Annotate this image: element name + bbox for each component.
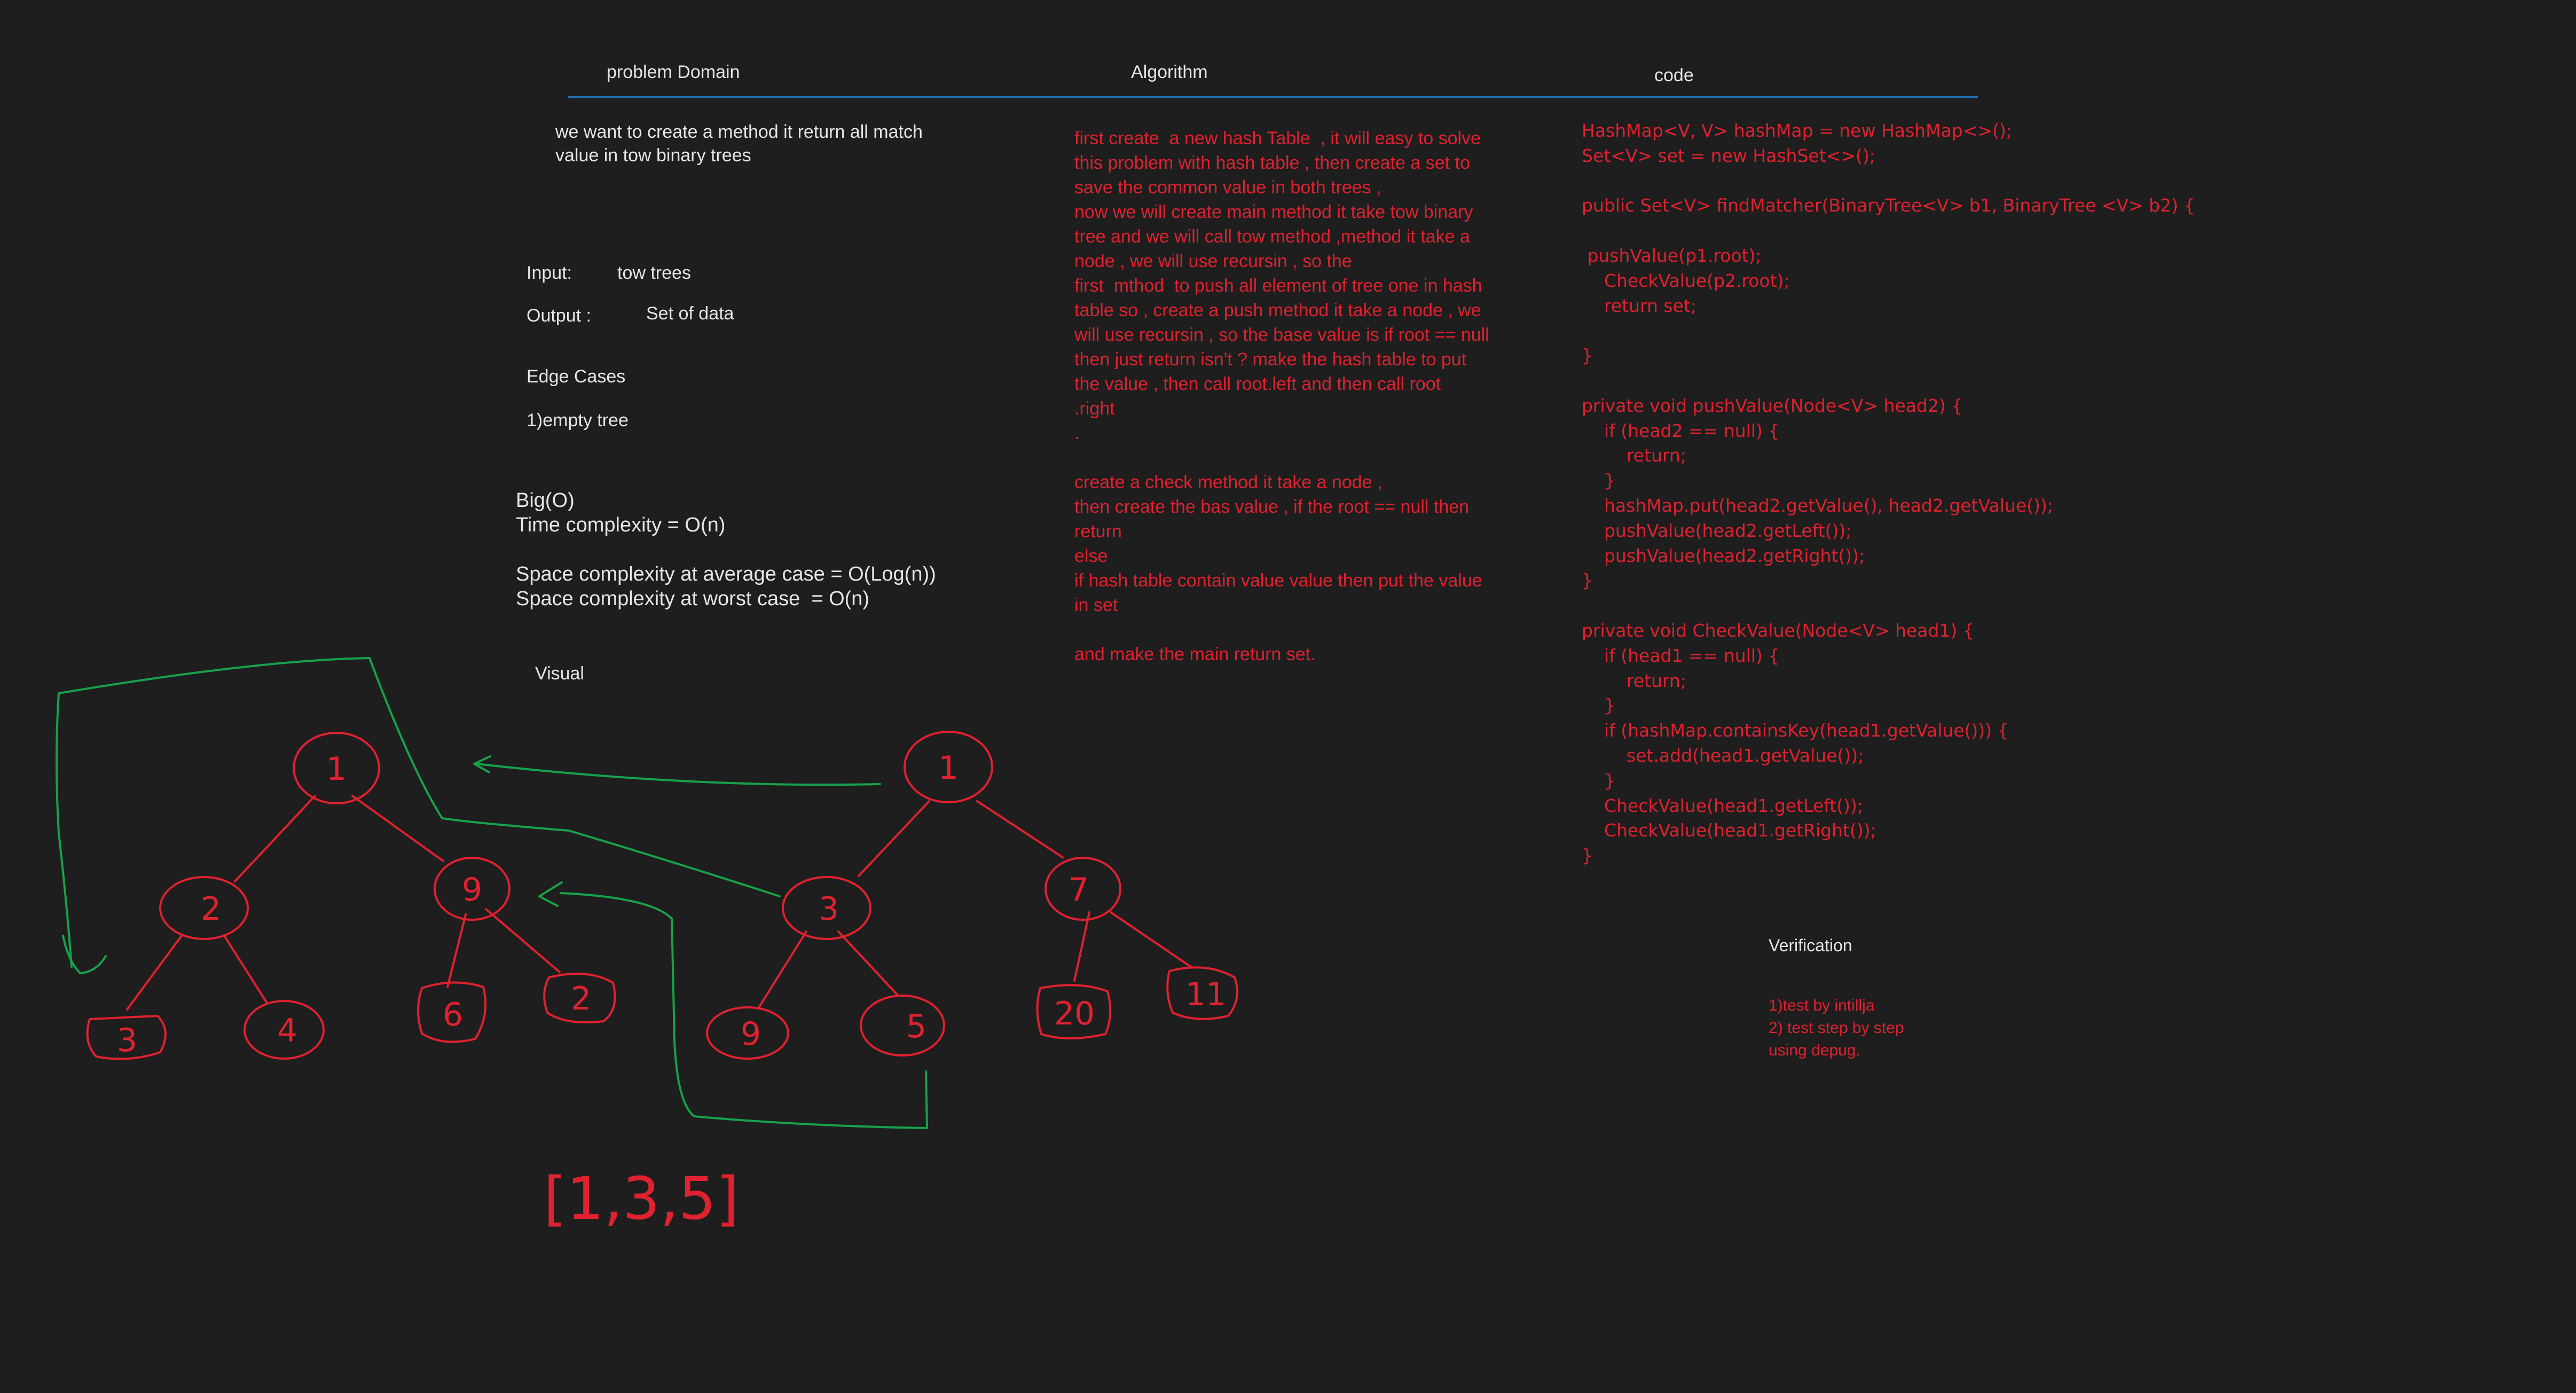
tree2-label-right: 7	[1069, 871, 1089, 909]
tree2-edge-right-rl	[1073, 911, 1090, 982]
tree2-node-right	[1044, 857, 1121, 921]
arrow-three-to-three	[56, 657, 781, 968]
arrow-root-to-root-head	[473, 755, 491, 773]
tree1-node-left	[159, 876, 249, 940]
tree2-edge-right-rr	[1110, 911, 1192, 968]
tree1-edge-left-ll	[126, 935, 183, 1011]
tree1-label-rr: 2	[571, 980, 591, 1018]
tree2-edge-root-left	[858, 800, 930, 877]
arrow-three-to-three-head	[62, 935, 107, 974]
tree1-edge-root-right	[351, 795, 444, 862]
time-complexity: Time complexity = O(n)	[516, 514, 726, 536]
tree2-edge-left-lr	[837, 930, 898, 996]
verification-line3: using depug.	[1769, 1042, 1860, 1059]
tree1-edge-right-rl	[446, 913, 467, 988]
tree1-edge-root-left	[234, 795, 316, 882]
arrow-five-to-nine	[560, 892, 928, 1129]
tree2-node-rr	[1166, 966, 1238, 1020]
tree2-label-rr: 11	[1185, 976, 1226, 1013]
tree1-node-root	[293, 732, 380, 804]
algorithm-text: first create a new hash Table , it will …	[1074, 128, 1489, 664]
tree2-node-ll	[706, 1006, 789, 1060]
output-label: Output :	[527, 306, 591, 326]
tree1-node-right	[434, 857, 511, 921]
tree1-edge-left-lr	[223, 935, 268, 1004]
tree2-edge-root-right	[976, 800, 1064, 858]
tree1-node-rl	[417, 981, 487, 1043]
tree2-label-ll: 9	[741, 1015, 761, 1053]
header-algorithm: Algorithm	[1131, 62, 1208, 82]
tree1-label-left: 2	[201, 890, 221, 928]
tree2-label-lr: 5	[906, 1008, 926, 1045]
tree1-label-ll: 3	[117, 1022, 137, 1059]
tree1-label-lr: 4	[277, 1012, 297, 1050]
input-value: tow trees	[617, 263, 691, 283]
tree1-node-rr	[543, 972, 616, 1023]
big-o-title: Big(O)	[516, 489, 575, 512]
output-value: Set of data	[646, 303, 734, 324]
verification-line2: 2) test step by step	[1769, 1019, 1904, 1037]
tree1-edge-right-rr	[485, 908, 561, 973]
header-problem-domain: problem Domain	[607, 62, 740, 82]
header-underline	[568, 96, 1978, 98]
tree2-node-left	[782, 876, 871, 940]
verification-title: Verification	[1769, 936, 1852, 955]
tree1-node-ll	[86, 1014, 167, 1060]
problem-desc-line1: we want to create a method it return all…	[555, 122, 923, 142]
header-code: code	[1654, 65, 1694, 85]
problem-desc-line2: value in tow binary trees	[555, 145, 751, 166]
tree2-label-rl: 20	[1054, 995, 1095, 1032]
code-block: HashMap<V, V> hashMap = new HashMap<>();…	[1582, 120, 2195, 866]
result-set: [1,3,5]	[544, 1164, 739, 1233]
tree2-node-lr	[860, 995, 945, 1057]
tree2-edge-left-ll	[757, 930, 807, 1009]
tree2-node-rl	[1036, 984, 1112, 1039]
space-complexity-average: Space complexity at average case = O(Log…	[516, 563, 936, 585]
input-label: Input:	[527, 263, 572, 283]
verification-line1: 1)test by intillja	[1769, 997, 1875, 1014]
space-complexity-worst: Space complexity at worst case = O(n)	[516, 588, 870, 610]
tree1-label-root: 1	[326, 750, 347, 788]
tree2-node-root	[904, 731, 993, 803]
tree1-node-lr	[244, 1000, 325, 1060]
arrow-root-to-root	[475, 763, 881, 786]
arrow-five-to-nine-head	[538, 881, 563, 907]
visual-label: Visual	[535, 663, 584, 684]
edge-case-1: 1)empty tree	[527, 410, 629, 431]
tree2-label-left: 3	[819, 890, 839, 928]
tree1-label-right: 9	[462, 871, 482, 909]
edge-cases-title: Edge Cases	[527, 366, 626, 387]
tree2-label-root: 1	[938, 749, 959, 787]
tree1-label-rl: 6	[443, 996, 463, 1034]
